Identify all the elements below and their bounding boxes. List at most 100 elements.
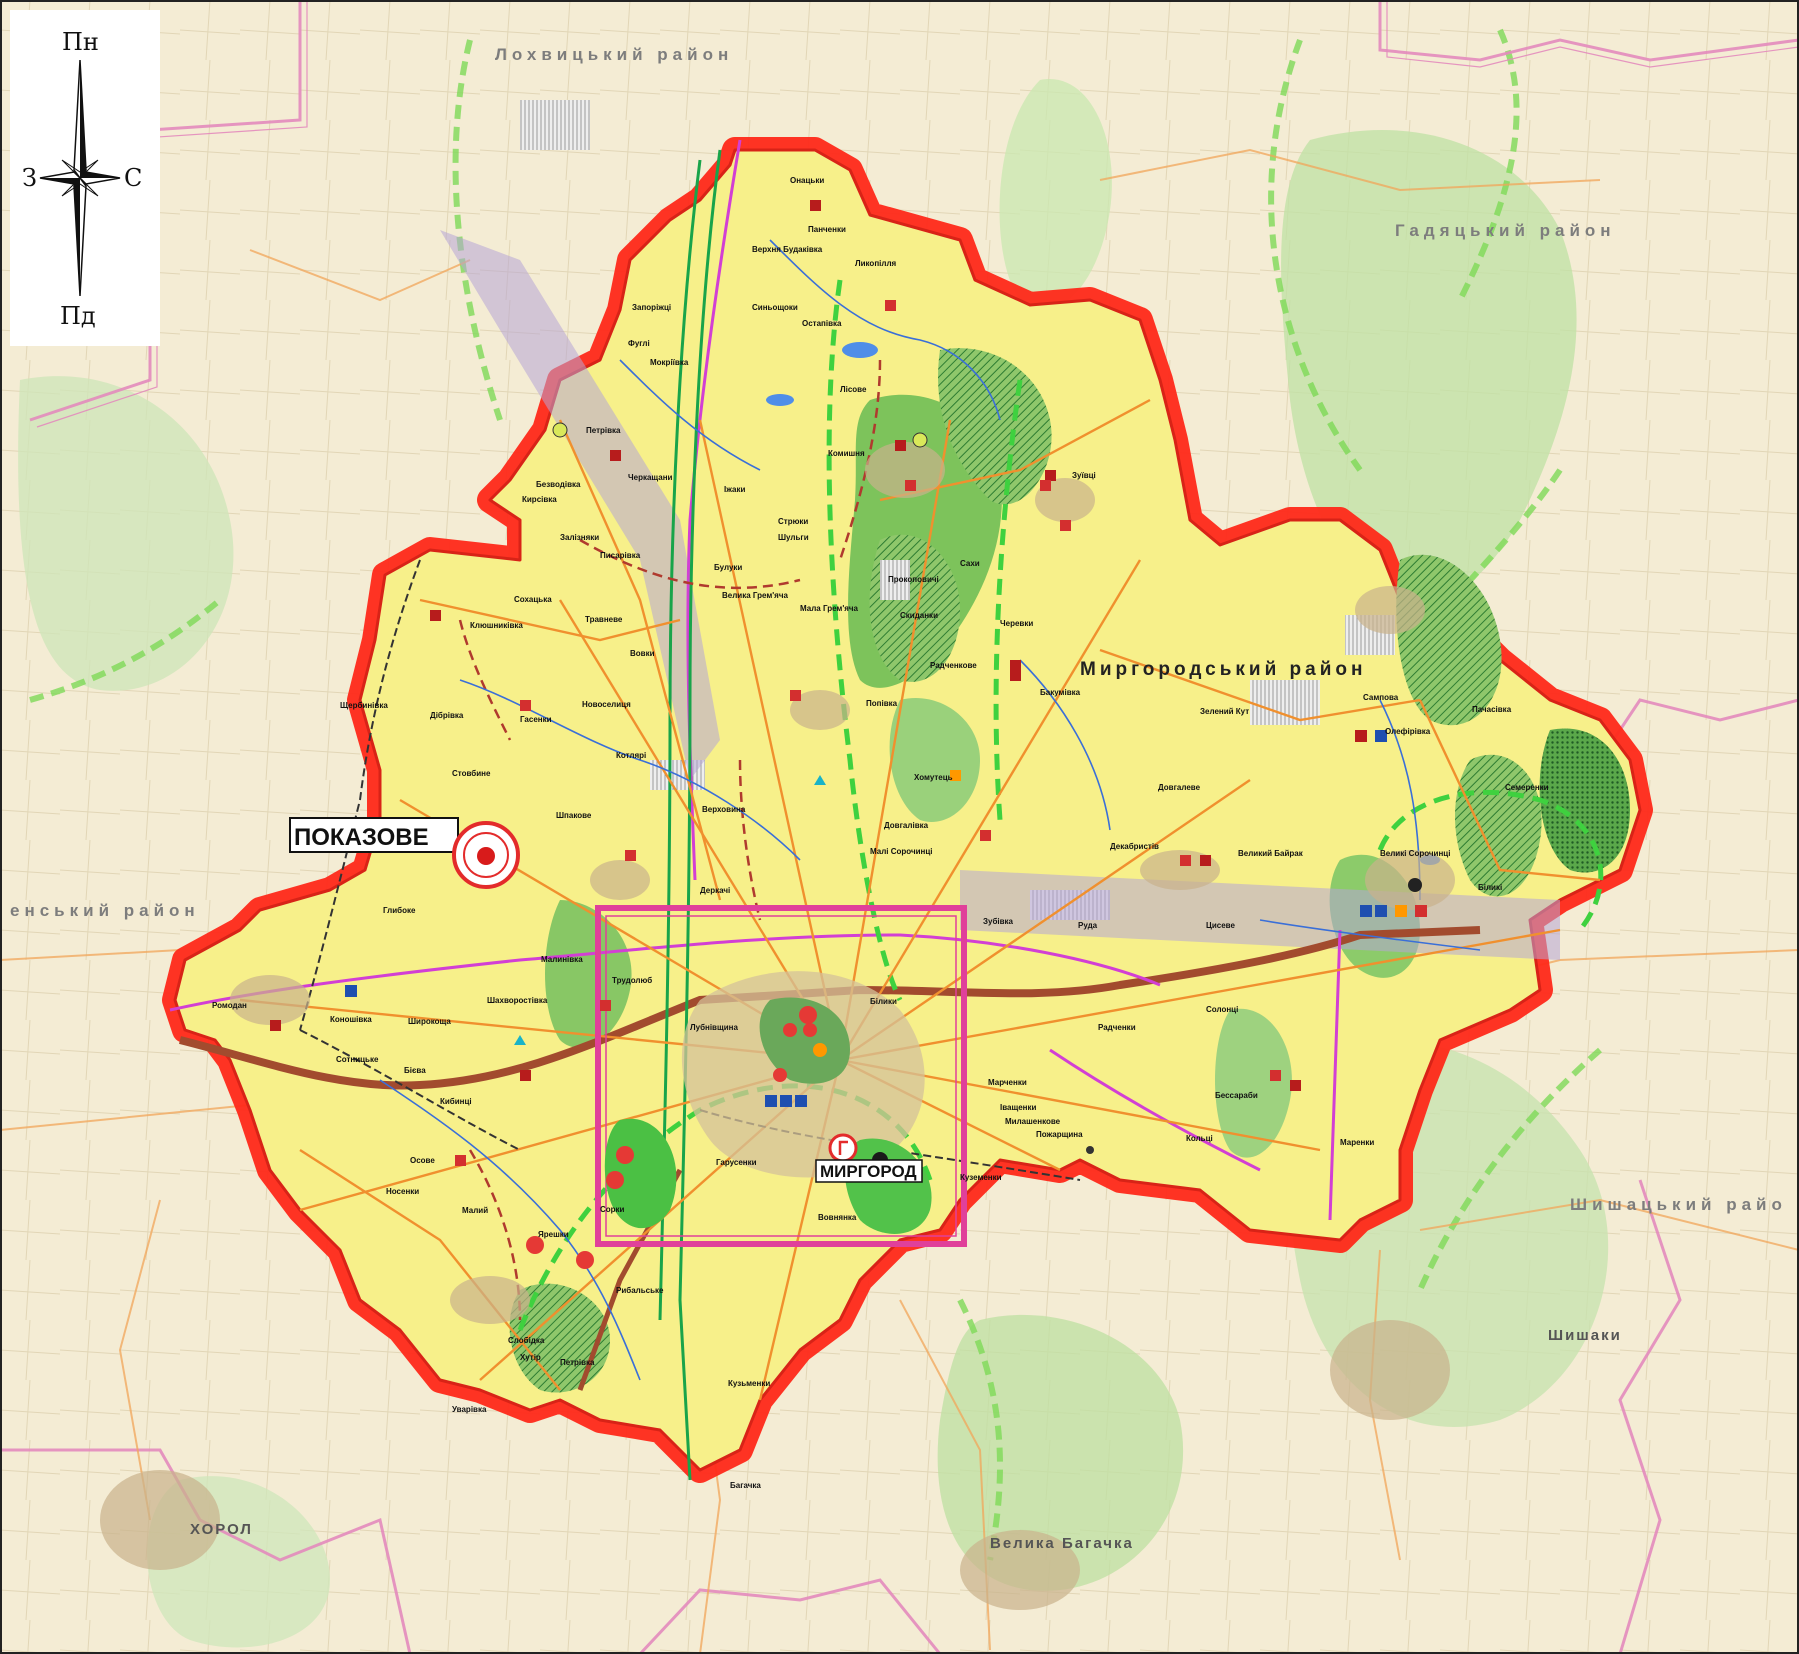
place-label: Кибинці xyxy=(440,1097,472,1106)
callout-pokazove[interactable]: ПОКАЗОВЕ xyxy=(289,817,520,889)
place-label: Декабристів xyxy=(1110,842,1159,851)
callout-pokazove-label: ПОКАЗОВЕ xyxy=(294,824,429,851)
place-label: Зубівка xyxy=(983,917,1014,926)
place-label: Ликопілля xyxy=(855,259,897,268)
place-label: Сампова xyxy=(1363,693,1399,702)
place-label: Сохацька xyxy=(514,595,552,604)
place-label: Верховина xyxy=(702,805,746,814)
place-label: Гарусенки xyxy=(716,1158,757,1167)
eco-corridors xyxy=(29,28,1602,1561)
place-label: Біликі xyxy=(1478,883,1502,892)
district-label-shyshatskyi: Шишацький райо xyxy=(1570,1195,1787,1214)
place-label: Сахи xyxy=(960,559,980,568)
district-label-west: енський район xyxy=(10,901,200,920)
place-label: Пачасівка xyxy=(1472,705,1512,714)
place-label: Радченки xyxy=(1098,1023,1136,1032)
place-label: Стрюки xyxy=(778,517,808,526)
place-label: Уварівка xyxy=(452,1405,487,1414)
town-label-shyshaky: Шишаки xyxy=(1548,1327,1622,1344)
place-label: Попівка xyxy=(866,699,898,708)
place-label: Вовки xyxy=(630,649,655,658)
city-myrhorod[interactable]: МИРГОРОД xyxy=(815,1133,923,1183)
place-label: Носенки xyxy=(386,1187,419,1196)
place-label: Запоріжці xyxy=(632,303,671,312)
place-label: Мала Грем'яча xyxy=(800,604,859,613)
place-label: Марченки xyxy=(988,1078,1027,1087)
place-label: Мокріївка xyxy=(650,358,689,367)
green-railway xyxy=(658,149,722,1481)
place-label: Глибоке xyxy=(383,906,416,915)
place-label: Олефірівка xyxy=(1385,727,1431,736)
place-label: Фуглі xyxy=(628,339,650,348)
place-label: Хутір xyxy=(520,1353,541,1362)
city-myrhorod-label: МИРГОРОД xyxy=(820,1162,917,1181)
place-label: Шульги xyxy=(778,533,809,542)
place-label: Семеренки xyxy=(1505,783,1549,792)
city-frame-inner xyxy=(605,915,957,1237)
compass-west-label: З xyxy=(22,164,37,192)
place-label: Стовбине xyxy=(452,769,491,778)
place-label: Хомутець xyxy=(914,773,953,782)
town-label-velyka-bahachka: Велика Багачка xyxy=(990,1535,1134,1552)
place-label: Лубнівщина xyxy=(690,1023,738,1032)
place-label: Комишня xyxy=(828,449,865,458)
place-label: Радченкове xyxy=(930,661,977,670)
city-frame xyxy=(595,905,967,1247)
place-label: Куземенки xyxy=(960,1173,1002,1182)
place-label: Ярешки xyxy=(538,1230,569,1239)
place-label: Ромодан xyxy=(212,1001,247,1010)
place-label: Клюшниківка xyxy=(470,621,523,630)
district-label-lokhvytskyi: Лохвицький район xyxy=(495,45,733,64)
district-label-myrhorodskyi: Миргородський район xyxy=(1080,659,1366,680)
lakes xyxy=(766,342,1440,865)
compass-south-label: Пд xyxy=(60,302,96,330)
compass-rose: Пн Пд З С xyxy=(10,10,160,346)
place-label: Шахворостівка xyxy=(487,996,548,1005)
place-label: Цисеве xyxy=(1206,921,1235,930)
place-label: Багачка xyxy=(730,1481,761,1490)
place-label: Великі Сорочинці xyxy=(1380,849,1450,858)
place-label: Слобідка xyxy=(508,1336,545,1345)
place-label: Гасенки xyxy=(520,715,552,724)
place-label: Малий xyxy=(462,1206,488,1215)
place-label: Новоселиця xyxy=(582,700,631,709)
place-label: Руда xyxy=(1078,921,1098,930)
town-label-khorol: ХОРОЛ xyxy=(190,1521,253,1538)
place-label: Маренки xyxy=(1340,1138,1374,1147)
place-label: Петрівка xyxy=(560,1358,595,1367)
place-label: Черевки xyxy=(1000,619,1033,628)
place-label: Малі Сорочинці xyxy=(870,847,933,856)
compass-north-label: Пн xyxy=(62,28,99,56)
place-label: Кольці xyxy=(1186,1134,1213,1143)
place-label: Сорки xyxy=(600,1205,625,1214)
place-label: Травневе xyxy=(585,615,623,624)
place-label: Котлярі xyxy=(616,751,646,760)
place-label: Безводівка xyxy=(536,480,581,489)
rivers xyxy=(379,239,1481,1381)
settlement-areas xyxy=(100,442,1455,1610)
place-label: Синьощоки xyxy=(752,303,798,312)
place-label: Білики xyxy=(870,997,897,1006)
place-label: Довгалеве xyxy=(1158,783,1201,792)
place-label: Булуки xyxy=(714,563,742,572)
place-label: Бессараби xyxy=(1215,1091,1258,1100)
place-label: Іващенки xyxy=(1000,1103,1037,1112)
place-label: Верхня Будаківка xyxy=(752,245,823,254)
place-label: Скиданки xyxy=(900,611,938,620)
place-label: Бакумівка xyxy=(1040,688,1081,697)
place-label: Лісове xyxy=(840,385,867,394)
place-label: Щербинівка xyxy=(340,701,388,710)
village-labels: Онацьки Панченки Верхня Будаківка Ликопі… xyxy=(212,176,1549,1490)
place-label: Велика Грем'яча xyxy=(722,591,788,600)
place-label: Зуївці xyxy=(1072,471,1096,480)
place-label: Остапівка xyxy=(802,319,842,328)
place-label: Вовнянка xyxy=(818,1213,857,1222)
place-label: Онацьки xyxy=(790,176,824,185)
place-label: Дібрівка xyxy=(430,711,464,720)
place-label: Залізняки xyxy=(560,533,599,542)
place-label: Широкоща xyxy=(408,1017,451,1026)
